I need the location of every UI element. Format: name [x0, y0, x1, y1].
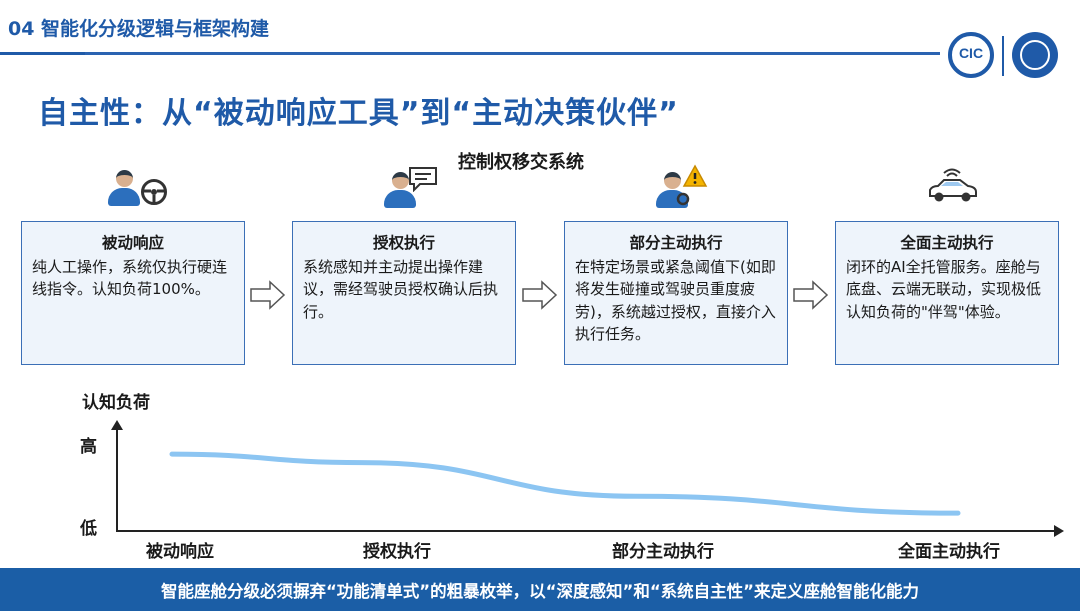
stage-description: 在特定场景或紧急阈值下(如即将发生碰撞或驾驶员重度疲劳)，系统越过授权，直接介入… [575, 257, 776, 344]
stage-description: 系统感知并主动提出操作建议，需经驾驶员授权确认后执行。 [303, 257, 499, 321]
stage-box-authorized: 授权执行 系统感知并主动提出操作建议，需经驾驶员授权确认后执行。 [292, 221, 516, 365]
arrow-right-icon [793, 280, 829, 310]
stage-box-full: 全面主动执行 闭环的AI全托管服务。座舱与底盘、云端无联动，实现极低认知负荷的"… [835, 221, 1059, 365]
stage-box-passive: 被动响应 纯人工操作，系统仅执行硬连线指令。认知负荷100%。 [21, 221, 245, 365]
stage-description: 纯人工操作，系统仅执行硬连线指令。认知负荷100%。 [32, 257, 228, 299]
cic-logo: CIC [948, 32, 994, 78]
arrow-right-icon [250, 280, 286, 310]
stage-description: 闭环的AI全托管服务。座舱与底盘、云端无联动，实现极低认知负荷的"伴驾"体验。 [846, 257, 1042, 321]
stage-title: 全面主动执行 [900, 234, 994, 252]
logo-separator [1002, 36, 1004, 76]
section-title: 04 智能化分级逻辑与框架构建 [8, 18, 270, 40]
x-tick-label: 授权执行 [363, 542, 431, 562]
stage-title: 被动响应 [101, 234, 164, 252]
driver-speech-bubble-icon [380, 166, 440, 210]
x-tick-label: 部分主动执行 [612, 542, 714, 562]
cic-logo-text: CIC [958, 45, 984, 61]
chart-x-axis [116, 530, 1056, 532]
y-tick-low: 低 [80, 519, 97, 539]
y-axis-arrow-head [111, 420, 123, 430]
header-rule-accent [0, 52, 85, 55]
chart-y-axis [116, 428, 118, 531]
chart-y-axis-label: 认知负荷 [82, 393, 150, 413]
x-tick-label: 全面主动执行 [898, 542, 1000, 562]
footer-text: 智能座舱分级必须摒弃“功能清单式”的粗暴枚举，以“深度感知”和“系统自主性”来定… [160, 582, 920, 601]
main-heading: 自主性：从“被动响应工具”到“主动决策伙伴” [38, 96, 679, 131]
stage-title: 部分主动执行 [629, 234, 723, 252]
control-transfer-subheading: 控制权移交系统 [458, 152, 584, 173]
y-tick-high: 高 [80, 437, 97, 457]
stage-title: 授权执行 [372, 234, 435, 252]
connected-car-icon [924, 168, 980, 208]
university-seal-logo [1012, 32, 1058, 78]
stage-box-partial: 部分主动执行 在特定场景或紧急阈值下(如即将发生碰撞或驾驶员重度疲劳)，系统越过… [564, 221, 788, 365]
driver-steering-wheel-icon [104, 166, 174, 210]
cognitive-load-chart [169, 451, 961, 516]
x-axis-arrow-head [1054, 525, 1064, 537]
cognitive-load-line [169, 451, 961, 516]
x-tick-label: 被动响应 [146, 542, 214, 562]
driver-warning-icon [652, 164, 712, 210]
footer-banner [0, 568, 1080, 611]
header-rule [0, 52, 940, 55]
arrow-right-icon [522, 280, 558, 310]
